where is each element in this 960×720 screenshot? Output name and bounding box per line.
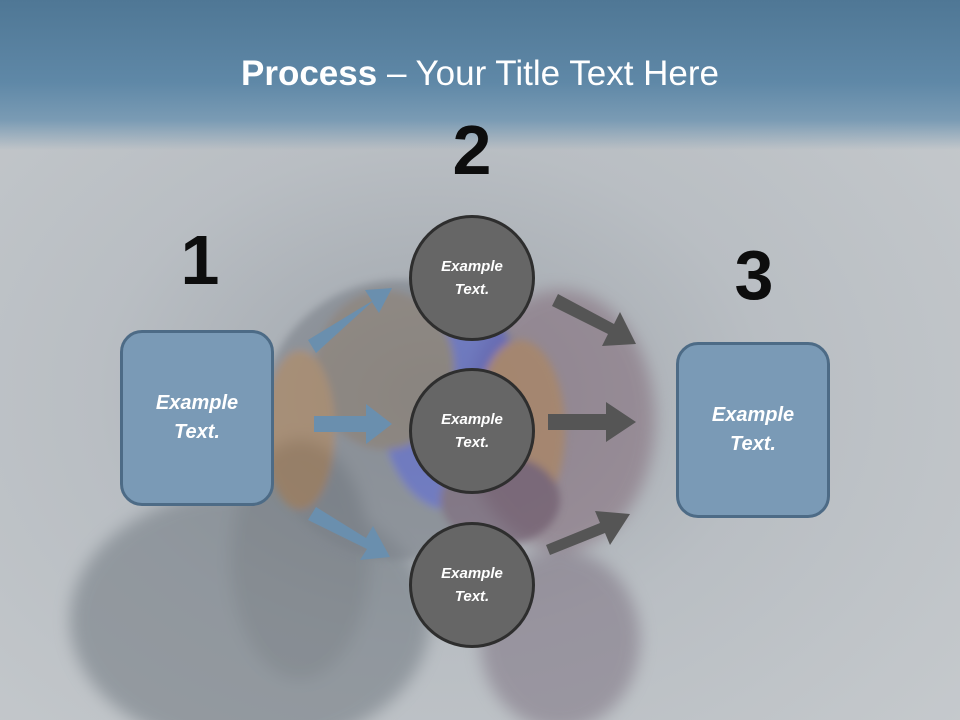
step-3-box[interactable]: Example Text.	[676, 342, 830, 518]
header-band	[0, 0, 960, 150]
step-1-box[interactable]: Example Text.	[120, 330, 274, 506]
slide-title: Process – Your Title Text Here	[0, 52, 960, 96]
step-3-text: Example Text.	[711, 404, 795, 455]
circle-middle-text: Example Text.	[441, 411, 503, 451]
arrow-out-middle	[548, 402, 636, 442]
step-number-1: 1	[180, 221, 220, 299]
step-2-circle-bottom[interactable]: Example Text.	[409, 522, 535, 648]
title-bold: Process	[241, 54, 378, 93]
circle-bottom-text: Example Text.	[441, 565, 503, 605]
step-2-circle-middle[interactable]: Example Text.	[409, 368, 535, 494]
step-2-circle-top[interactable]: Example Text.	[409, 215, 535, 341]
arrow-in-middle	[314, 404, 392, 444]
circle-top-text: Example Text.	[441, 258, 503, 298]
arrow-in-lower	[308, 507, 390, 560]
title-rest: – Your Title Text Here	[377, 54, 719, 93]
step-number-2: 2	[452, 111, 492, 189]
arrow-out-upper	[552, 294, 636, 346]
step-number-3: 3	[734, 236, 774, 314]
step-1-text: Example Text.	[155, 392, 239, 443]
arrow-out-lower	[546, 511, 630, 555]
arrow-in-upper	[308, 288, 392, 353]
